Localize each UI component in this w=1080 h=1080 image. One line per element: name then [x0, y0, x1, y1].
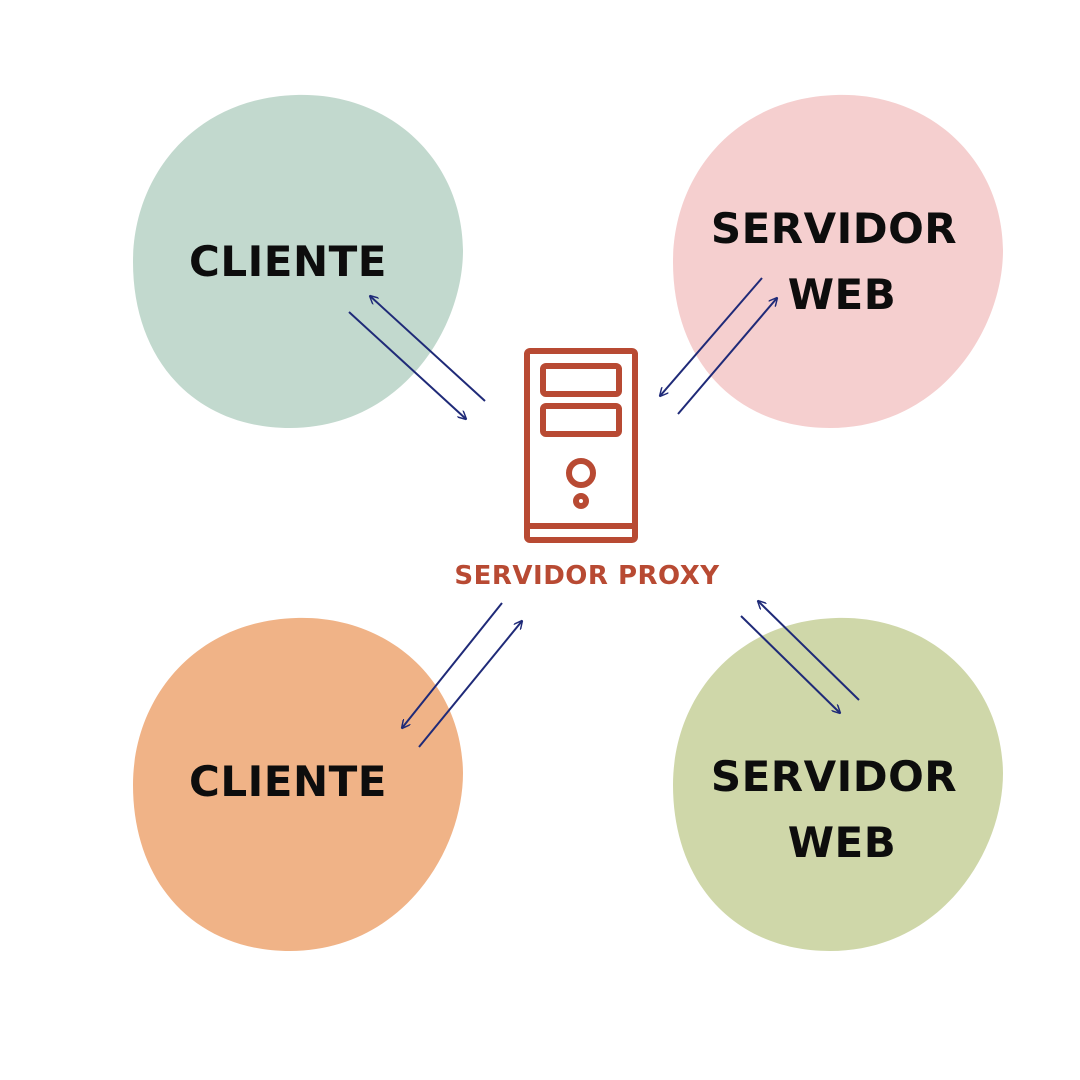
arrow-client-top-to-proxy — [348, 311, 466, 419]
arrow-proxy-to-server-bottom — [740, 615, 840, 713]
server-bottom-label-line2: WEB — [788, 818, 897, 867]
server-drive-bay-2 — [540, 403, 622, 437]
server-bottom-label-line1: SERVIDOR — [711, 752, 957, 801]
arrow-proxy-to-client-top — [370, 296, 486, 402]
server-bottom-blob — [673, 617, 1003, 951]
client-top-label: CLIENTE — [189, 237, 387, 286]
arrow-server-top-to-proxy — [660, 277, 763, 396]
server-top-blob — [673, 94, 1003, 428]
arrow-proxy-to-server-top — [677, 298, 777, 415]
server-tower-icon — [524, 348, 638, 543]
arrow-client-bottom-to-proxy — [418, 621, 522, 748]
arrow-proxy-to-client-bottom — [402, 602, 503, 728]
arrows — [348, 277, 860, 748]
client-top-blob — [133, 94, 463, 428]
client-bottom-blob — [133, 617, 463, 951]
proxy-label: SERVIDOR PROXY — [454, 561, 720, 591]
server-indicator-light — [573, 493, 589, 509]
server-top-label-line1: SERVIDOR — [711, 204, 957, 253]
client-bottom-label: CLIENTE — [189, 757, 387, 806]
server-case — [524, 348, 638, 543]
arrow-server-bottom-to-proxy — [758, 601, 860, 701]
server-top-label-line2: WEB — [788, 270, 897, 319]
server-power-button — [566, 458, 596, 488]
server-drive-bay-1 — [540, 363, 622, 397]
